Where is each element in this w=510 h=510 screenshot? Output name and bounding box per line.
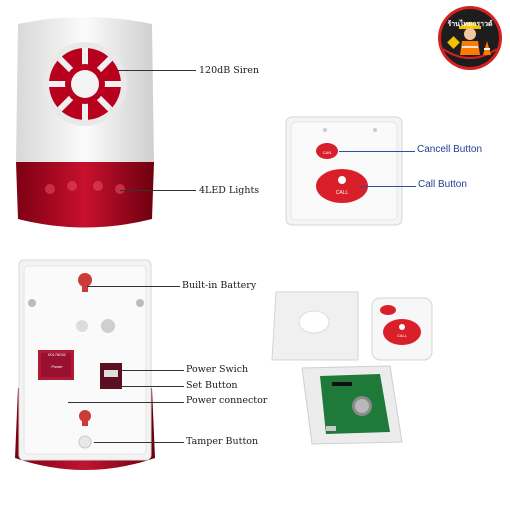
serial-number: 00176032	[48, 352, 66, 357]
worker-mascot-icon	[438, 6, 502, 70]
cancel-button[interactable]: CAN	[322, 150, 332, 155]
brand-logo: ร้านไทยกราวด์	[437, 5, 503, 71]
disassembled-parts: CALL	[262, 286, 502, 446]
led-lights-label: 4LED Lights	[199, 185, 260, 196]
tamper-button-label: Tamper Button	[186, 436, 259, 447]
logo-text: ร้านไทยกราวด์	[447, 20, 493, 28]
set-button-label: Set Button	[186, 380, 238, 391]
siren-label: 120dB Siren	[199, 65, 260, 76]
siren-device	[10, 14, 160, 234]
battery-label: Built-in Battery	[182, 280, 257, 291]
power-mark: Power	[51, 364, 63, 369]
wall-call-panel: CAN CALL	[285, 116, 403, 226]
siren-back-view: 00176032 Power	[10, 258, 160, 478]
power-connector-label: Power connector	[186, 395, 268, 406]
cancel-button-label: Cancell Button	[417, 144, 483, 155]
call-button-label: Call Button	[418, 179, 467, 190]
remote-call-text: CALL	[396, 333, 407, 338]
call-button[interactable]: CALL	[335, 190, 349, 196]
power-switch-label: Power Swich	[186, 364, 249, 375]
